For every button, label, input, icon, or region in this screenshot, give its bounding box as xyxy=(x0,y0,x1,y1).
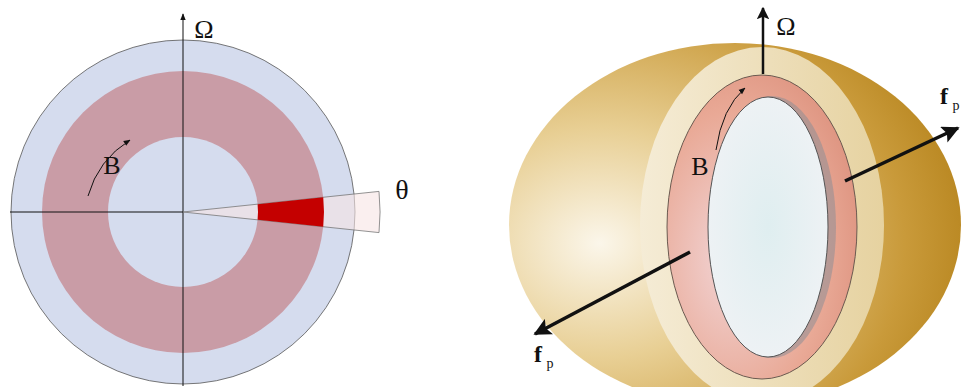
angle-label: θ xyxy=(395,176,408,204)
field-label: B xyxy=(691,154,708,180)
force-subscript: p xyxy=(953,99,960,113)
meridional-section xyxy=(10,14,380,386)
ellipsoid-cutaway xyxy=(509,8,961,387)
axis-label: Ω xyxy=(194,17,213,43)
force-label: f xyxy=(940,84,948,108)
force-subscript: p xyxy=(547,357,554,371)
axis-label: Ω xyxy=(776,14,795,40)
force-label: f xyxy=(534,342,542,366)
field-label: B xyxy=(103,153,120,179)
